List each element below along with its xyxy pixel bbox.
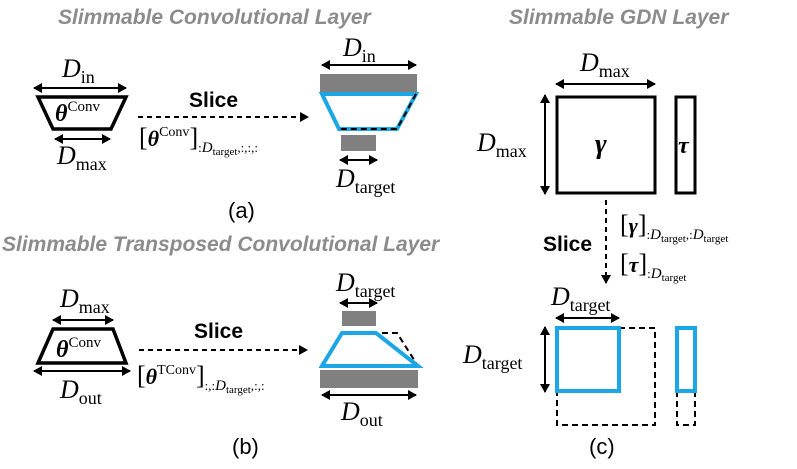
panel-c: Dmax Dmax γ τ Slice [γ]:Dtarget,:Dtarget… [462, 48, 728, 459]
b-output-block [320, 370, 418, 388]
a-theta-conv: θConv [55, 99, 100, 127]
b-slice-expression: [θTConv]:,:Dtarget,:,: [137, 361, 265, 396]
b-dtarget-label: Dtarget [335, 268, 395, 301]
title-gdn: Slimmable GDN Layer [509, 6, 730, 29]
b-full-kernel-outline [342, 332, 419, 367]
b-sliced-kernel [318, 331, 424, 368]
a-input-block [320, 74, 417, 92]
panel-b: Dmax θConv Dout Slice [θTConv]:,:Dtarget… [33, 268, 424, 459]
c-dtarget-left-label: Dtarget [462, 340, 522, 373]
panel-a: Din θConv Dmax Slice [θConv]:Dtarget,:,:… [33, 33, 420, 223]
c-dmax-top-label: Dmax [579, 48, 630, 81]
a-din-label-right: Din [342, 33, 376, 66]
b-tconv-trapezoid [35, 327, 129, 365]
a-dtarget-label: Dtarget [335, 164, 395, 197]
b-dmax-label: Dmax [59, 284, 110, 317]
caption-a: (a) [228, 198, 255, 223]
c-gamma-matrix [555, 95, 657, 195]
a-din-label: Din [61, 54, 95, 87]
b-slice-label: Slice [194, 320, 243, 343]
title-tconv: Slimmable Transposed Convolutional Layer [2, 233, 441, 256]
caption-b: (b) [232, 434, 259, 459]
c-gamma-symbol: γ [595, 129, 607, 160]
a-sliced-kernel [318, 92, 420, 131]
c-tau-symbol: τ [678, 133, 690, 159]
c-tau-sliced [675, 326, 697, 393]
c-dtarget-top-label: Dtarget [550, 282, 610, 315]
a-output-block [341, 135, 376, 151]
c-tau-vector [674, 95, 697, 195]
c-tau-expression: [τ]:Dtarget [620, 249, 686, 284]
b-dout-label: Dout [59, 375, 102, 408]
a-slice-label: Slice [189, 89, 238, 112]
b-input-block [342, 311, 376, 326]
caption-c: (c) [589, 434, 615, 459]
c-gamma-sliced [555, 326, 621, 393]
c-dmax-left-label: Dmax [476, 128, 527, 161]
b-dout-label-right: Dout [340, 397, 383, 430]
a-full-kernel-outline [339, 93, 417, 130]
c-gamma-full-outline [556, 327, 656, 426]
a-conv-trapezoid [35, 95, 129, 131]
c-tau-full-outline [676, 391, 696, 426]
title-conv: Slimmable Convolutional Layer [58, 6, 373, 29]
a-slice-expression: [θConv]:Dtarget,:,:,: [139, 123, 258, 158]
c-slice-label: Slice [543, 233, 592, 256]
b-theta-conv: θConv [56, 335, 101, 363]
a-dmax-label: Dmax [56, 141, 107, 174]
c-gamma-expression: [γ]:Dtarget,:Dtarget [620, 210, 728, 245]
